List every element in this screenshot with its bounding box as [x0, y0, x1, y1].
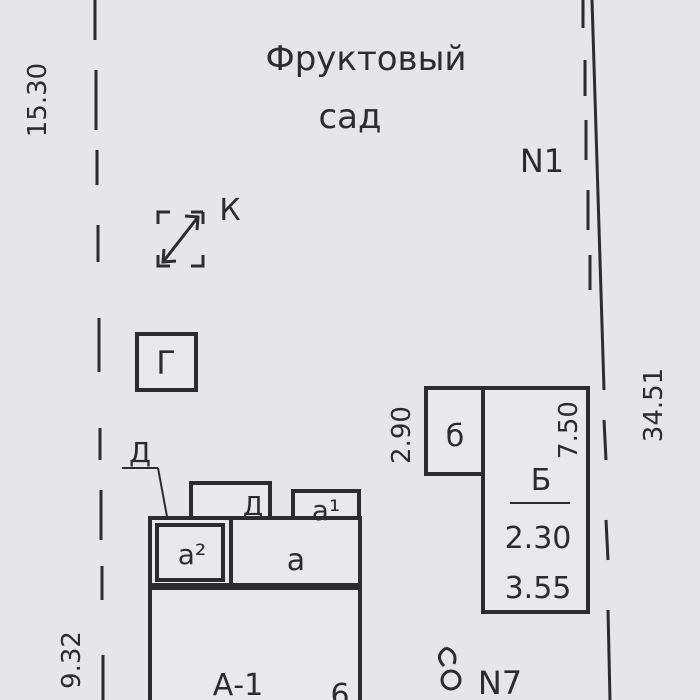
building-b-dim-b: 3.55 [505, 571, 572, 606]
dimension-right: 34.51 [639, 368, 669, 442]
annex-a2-box [155, 523, 225, 582]
pin-icon [438, 646, 462, 691]
shed-label: б [446, 419, 465, 454]
cut-off-label: 6 [330, 678, 349, 700]
annex-a-label: а [287, 543, 305, 578]
building-b-box [481, 386, 590, 614]
garage-box [135, 332, 198, 392]
neighbor-plot-label: N7 [478, 664, 522, 700]
porch-d-label: Д [243, 492, 263, 522]
annex-a1-label: а¹ [312, 494, 340, 527]
plot-number: N1 [520, 142, 564, 180]
building-b-width: 7.50 [554, 401, 584, 459]
garage-label: Г [156, 344, 176, 382]
annex-a2-label: а² [178, 538, 206, 571]
right-boundary [581, 0, 612, 700]
main-house-box [148, 586, 362, 700]
building-b-label: Б [531, 463, 552, 498]
main-house-label: А-1 [213, 668, 263, 700]
dimension-shed-height: 2.90 [387, 406, 417, 464]
dimension-bottom-left: 9.32 [57, 631, 87, 689]
d-callout-label: Д [129, 436, 151, 469]
house-complex [148, 481, 362, 700]
well-label: К [219, 193, 240, 228]
garden-label-line2: сад [318, 97, 381, 137]
callout-leader [157, 467, 169, 523]
shed-box [424, 386, 485, 476]
dimension-top-left: 15.30 [23, 63, 53, 137]
garden-label-line1: Фруктовый [265, 39, 466, 79]
building-b-dim-a: 2.30 [505, 521, 572, 556]
well-icon [156, 210, 205, 268]
left-boundary [93, 0, 105, 700]
